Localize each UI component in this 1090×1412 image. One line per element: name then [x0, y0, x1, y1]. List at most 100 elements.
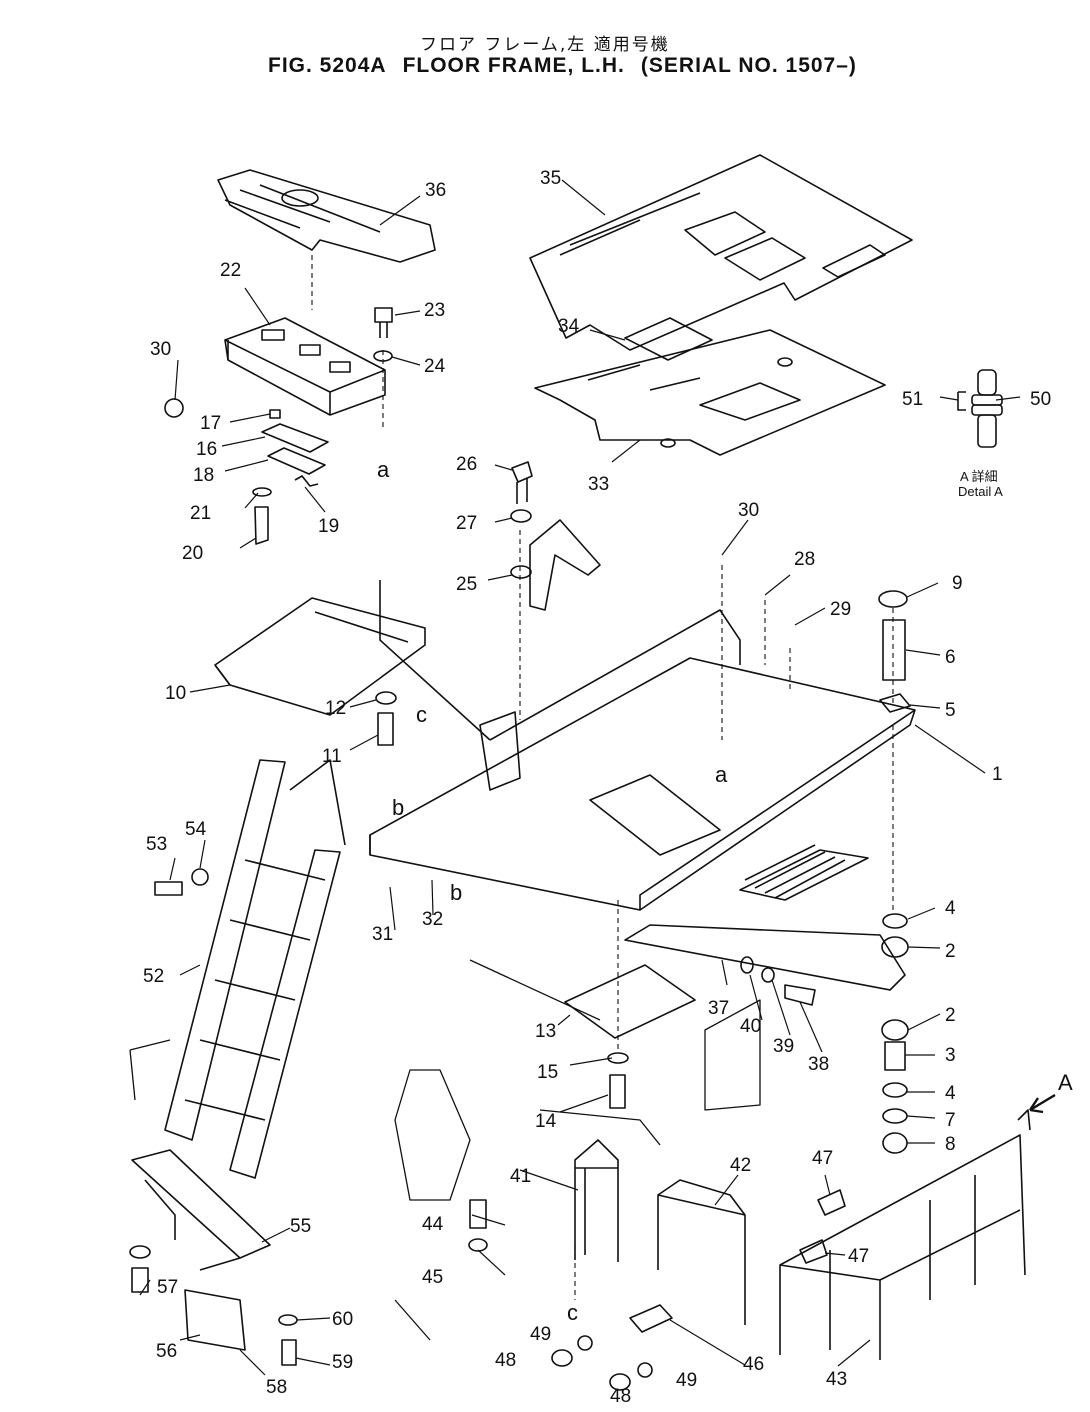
washer-27 [510, 509, 532, 523]
bolt-38 [784, 984, 816, 1006]
handrail-42 [657, 1179, 746, 1325]
callout-41: 41 [510, 1166, 531, 1187]
figure-number: FIG. 5204A [268, 54, 387, 77]
machine-outline [129, 959, 761, 1341]
figure-name: FLOOR FRAME, L.H. [402, 54, 625, 77]
callout-labels: 1 2 2 3 4 4 5 6 7 8 9 10 11 12 13 14 15 … [143, 168, 1073, 1407]
callout-54: 54 [185, 819, 207, 840]
callout-47-upper: 47 [812, 1148, 833, 1169]
callout-53: 53 [146, 834, 167, 855]
callout-28: 28 [794, 549, 815, 570]
callout-48-left: 48 [495, 1350, 516, 1371]
bolt-14 [609, 1074, 626, 1109]
bolt-53 [154, 881, 183, 896]
floor-mat-35 [529, 154, 913, 351]
gasket-16 [261, 423, 329, 453]
plate-18 [267, 447, 326, 475]
serial-range: (SERIAL NO. 1507–) [640, 54, 857, 77]
callout-35: 35 [540, 168, 561, 189]
sleeve-3 [884, 1041, 906, 1071]
callout-26: 26 [456, 454, 477, 475]
bolt-23 [374, 307, 393, 338]
callout-20: 20 [182, 543, 203, 564]
callout-3: 3 [945, 1045, 956, 1066]
callout-22: 22 [220, 260, 241, 281]
clamp-47-lower [799, 1239, 828, 1264]
nut-30-upper [164, 398, 184, 418]
bolt-11 [377, 712, 394, 746]
washer-54 [191, 868, 209, 886]
detail-a-assembly [957, 369, 1003, 448]
washer-15 [607, 1052, 629, 1064]
callout-32: 32 [422, 909, 443, 930]
bolt-20 [254, 506, 269, 545]
washer-49-left [577, 1335, 593, 1351]
view-arrow-a [1029, 1093, 1056, 1114]
washer-25 [510, 565, 532, 579]
callout-21: 21 [190, 503, 211, 524]
callout-45: 45 [422, 1267, 443, 1288]
title-japanese: フロア フレーム,左 適用号機 [420, 35, 670, 55]
callout-46: 46 [743, 1354, 764, 1375]
bolt-56 [131, 1267, 149, 1293]
callout-37: 37 [708, 998, 729, 1019]
floor-panel-33 [534, 329, 886, 456]
detail-a-jp: A 詳細 [960, 469, 998, 484]
detail-a-en: Detail A [958, 484, 1003, 499]
marker-detail-a: A [1058, 1070, 1073, 1095]
callout-29: 29 [830, 599, 851, 620]
callout-14: 14 [535, 1111, 557, 1132]
washer-21 [252, 487, 272, 497]
marker-a-upper: a [377, 457, 390, 482]
callout-55: 55 [290, 1216, 311, 1237]
callout-19: 19 [318, 516, 339, 537]
callout-6: 6 [945, 647, 956, 668]
washer-39 [761, 967, 775, 983]
marker-b-lower: b [450, 880, 462, 905]
callout-39: 39 [773, 1036, 794, 1057]
washer-4-lower [882, 1082, 908, 1098]
leader-lines [139, 179, 1021, 1376]
callout-2-upper: 2 [945, 941, 956, 962]
handrail-43 [779, 1109, 1031, 1360]
handrail-41 [574, 1139, 619, 1262]
cover-plate-13 [564, 964, 696, 1039]
callout-42: 42 [730, 1155, 751, 1176]
nut-40 [740, 956, 754, 974]
washer-4-upper [882, 913, 908, 929]
clip-19 [294, 475, 319, 487]
callout-10: 10 [165, 683, 186, 704]
callout-5: 5 [945, 700, 956, 721]
callout-13: 13 [535, 1021, 556, 1042]
callout-34: 34 [558, 316, 580, 337]
bracket-58 [184, 1289, 246, 1351]
callout-57: 57 [157, 1277, 178, 1298]
nut-48-right [609, 1373, 631, 1391]
clamp-47-upper [817, 1189, 846, 1216]
bolt-44 [469, 1199, 487, 1229]
callout-49-left: 49 [530, 1324, 551, 1345]
callout-4-upper: 4 [945, 898, 956, 919]
callout-15: 15 [537, 1062, 558, 1083]
callout-11: 11 [322, 746, 342, 767]
ladder-52 [164, 759, 346, 1179]
callout-44: 44 [422, 1214, 444, 1235]
marker-c-upper: c [416, 702, 427, 727]
mat-piece-34 [624, 317, 713, 361]
callout-60: 60 [332, 1309, 353, 1330]
callout-9: 9 [952, 573, 963, 594]
marker-b-upper: b [392, 795, 404, 820]
pin-17 [269, 409, 281, 419]
callout-36: 36 [425, 180, 446, 201]
callout-17: 17 [200, 413, 221, 434]
callout-33: 33 [588, 474, 609, 495]
plate-46 [629, 1304, 673, 1333]
nut-8 [882, 1132, 908, 1154]
callout-7: 7 [945, 1110, 956, 1131]
callout-12: 12 [325, 698, 346, 719]
callout-30-upper: 30 [150, 339, 171, 360]
callout-50: 50 [1030, 389, 1051, 410]
callout-31: 31 [372, 924, 393, 945]
callout-38: 38 [808, 1054, 829, 1075]
callout-59: 59 [332, 1352, 353, 1373]
